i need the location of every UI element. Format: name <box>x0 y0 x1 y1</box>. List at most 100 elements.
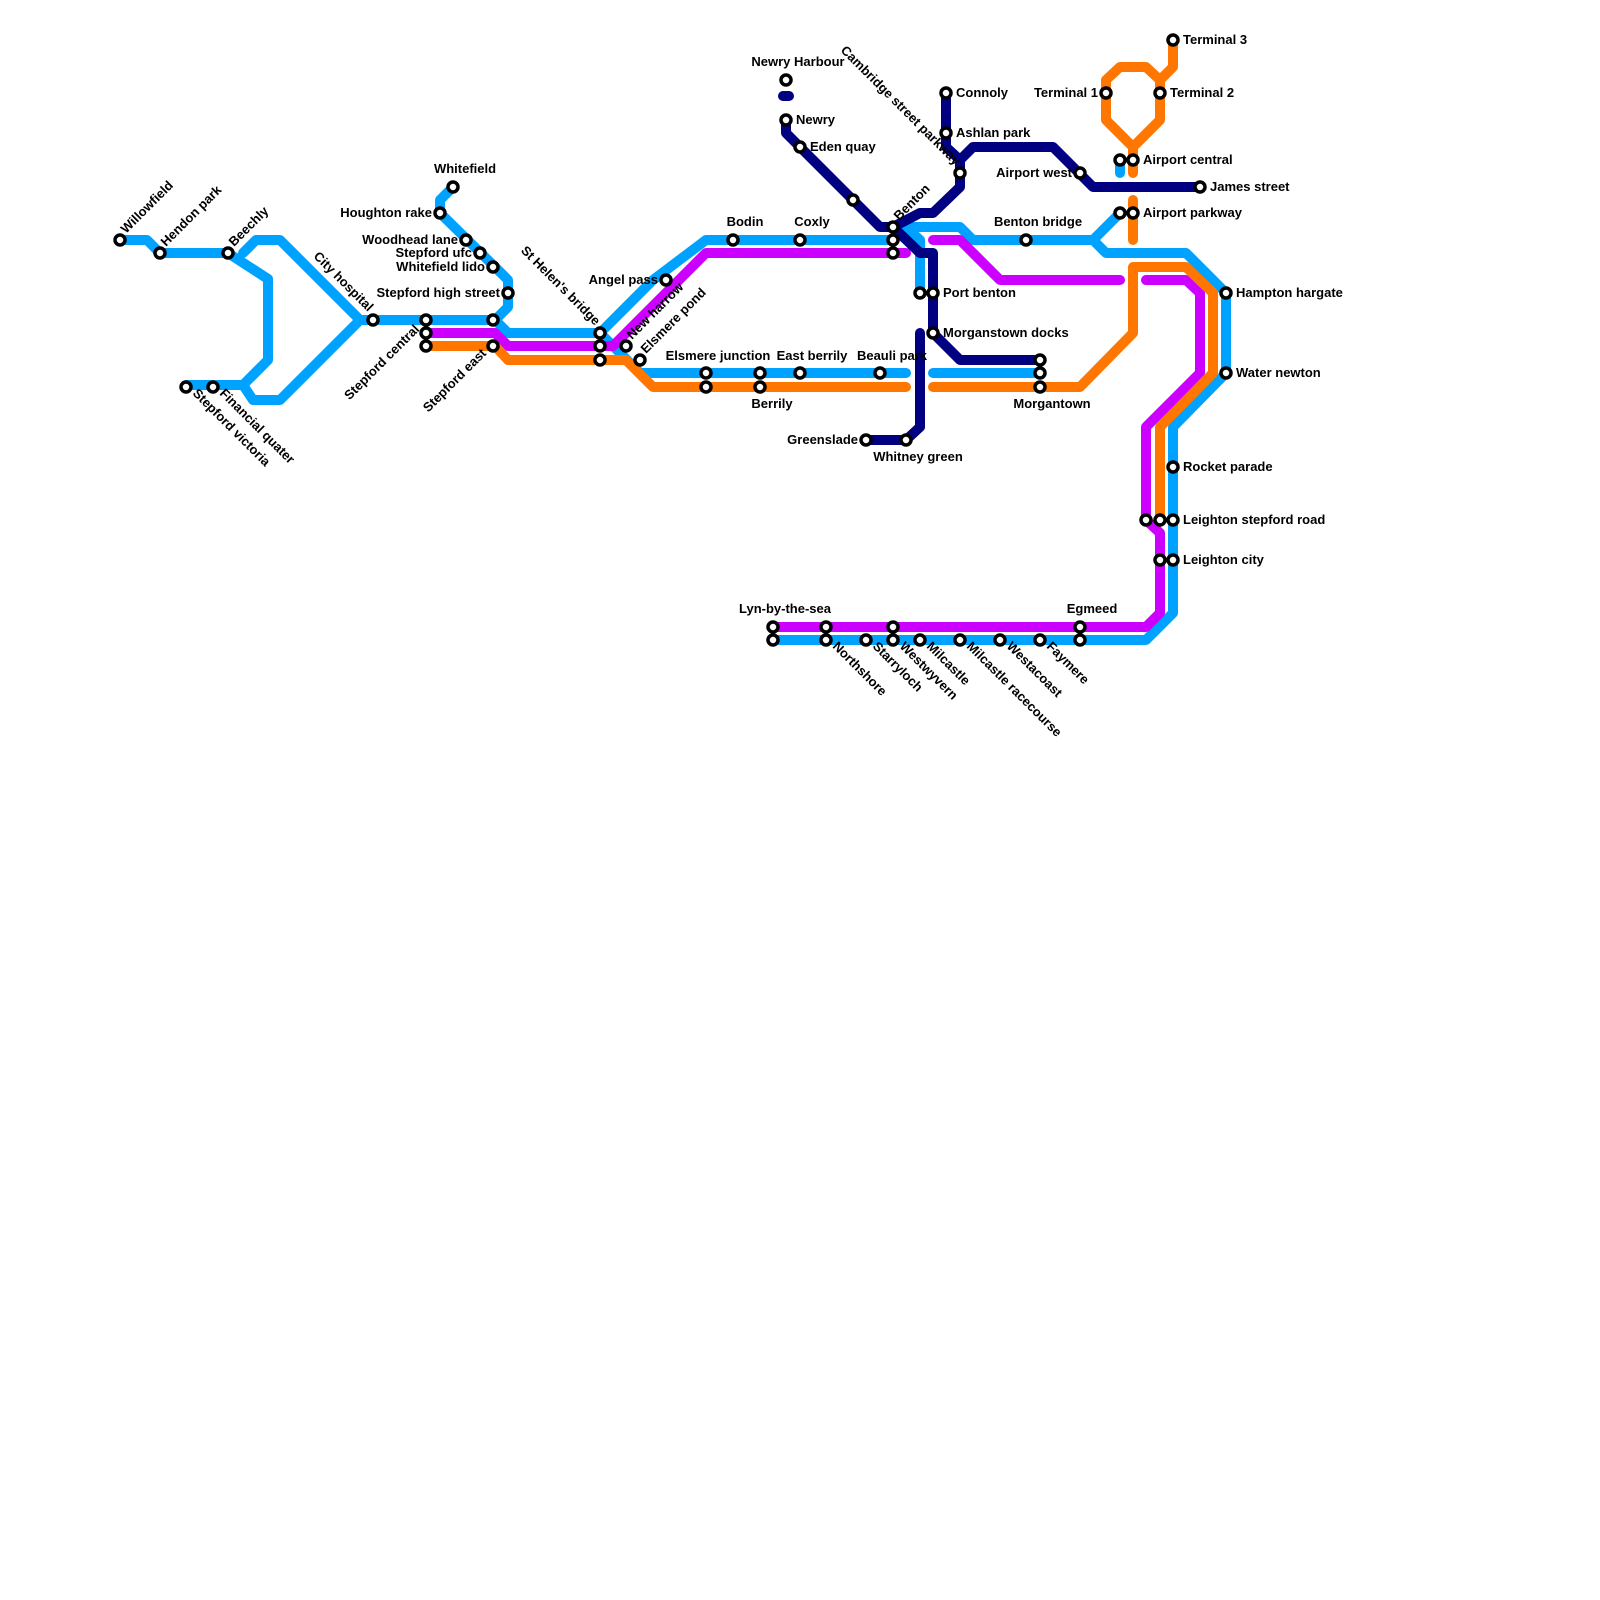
station-cambridge-street-parkway[interactable] <box>953 166 967 180</box>
station-st-helens-bridge-1[interactable] <box>593 326 607 340</box>
station-st-helens-bridge-2[interactable] <box>593 339 607 353</box>
station-leighton-stepford-road-3[interactable] <box>1166 513 1180 527</box>
label-greenslade: Greenslade <box>787 432 858 447</box>
station-morganstown-docks[interactable] <box>926 326 940 340</box>
station-westacoast[interactable] <box>993 633 1007 647</box>
station-port-benton-2[interactable] <box>926 286 940 300</box>
station-newry[interactable] <box>779 113 793 127</box>
station-berrily-2[interactable] <box>753 380 767 394</box>
station-leighton-city-2[interactable] <box>1166 553 1180 567</box>
station-terminal-1[interactable] <box>1099 86 1113 100</box>
station-angel-pass[interactable] <box>659 273 673 287</box>
station-houghton-rake[interactable] <box>433 206 447 220</box>
station-morgantown-2[interactable] <box>1033 366 1047 380</box>
station-greenslade[interactable] <box>859 433 873 447</box>
station-stepford-central-1[interactable] <box>419 313 433 327</box>
station-leighton-stepford-road-1[interactable] <box>1139 513 1153 527</box>
station-coxly[interactable] <box>793 233 807 247</box>
station-airport-parkway-2[interactable] <box>1126 206 1140 220</box>
station-hampton-hargate[interactable] <box>1219 286 1233 300</box>
station-elsmere-pond[interactable] <box>633 353 647 367</box>
station-lyn-by-the-sea-2[interactable] <box>766 633 780 647</box>
label-stepford-east: Stepford east <box>420 345 490 415</box>
station-northshore-2[interactable] <box>819 633 833 647</box>
station-morgantown-1[interactable] <box>1033 353 1047 367</box>
station-beechly[interactable] <box>221 246 235 260</box>
magenta-line-south <box>768 275 1205 632</box>
station-benton-1[interactable] <box>886 220 900 234</box>
station-northshore-1[interactable] <box>819 620 833 634</box>
station-starryloch[interactable] <box>859 633 873 647</box>
label-east-berrily: East berrily <box>777 348 849 363</box>
label-stepford-ufc: Stepford ufc <box>395 245 472 260</box>
station-morgantown-3[interactable] <box>1033 380 1047 394</box>
station-elsmere-junction-2[interactable] <box>699 380 713 394</box>
orange-line-morgantown <box>928 262 1218 525</box>
station-city-hospital[interactable] <box>366 313 380 327</box>
label-houghton-rake: Houghton rake <box>340 205 432 220</box>
label-beauli-park: Beauli park <box>857 348 928 363</box>
station-rocket-parade[interactable] <box>1166 460 1180 474</box>
magenta-line-east <box>928 235 1125 285</box>
station-stepford-east[interactable] <box>486 339 500 353</box>
label-whitney-green: Whitney green <box>873 449 963 464</box>
label-berrily: Berrily <box>751 396 793 411</box>
station-lyn-by-the-sea-1[interactable] <box>766 620 780 634</box>
station-benton-3[interactable] <box>886 246 900 260</box>
station-leighton-stepford-road-2[interactable] <box>1153 513 1167 527</box>
station-benton-2[interactable] <box>886 233 900 247</box>
label-connoly: Connoly <box>956 85 1009 100</box>
label-morgantown: Morgantown <box>1013 396 1090 411</box>
station-leighton-city-1[interactable] <box>1153 553 1167 567</box>
label-terminal-3: Terminal 3 <box>1183 32 1247 47</box>
station-financial-quater[interactable] <box>206 380 220 394</box>
station-stepford-high-street[interactable] <box>501 286 515 300</box>
station-navy-intermediate[interactable] <box>846 193 860 207</box>
station-ashlan-park[interactable] <box>939 126 953 140</box>
station-westwyvern-2[interactable] <box>886 633 900 647</box>
station-james-street[interactable] <box>1193 180 1207 194</box>
label-eden-quay: Eden quay <box>810 139 877 154</box>
station-new-harrow[interactable] <box>619 339 633 353</box>
station-elsmere-junction-1[interactable] <box>699 366 713 380</box>
station-water-newton[interactable] <box>1219 366 1233 380</box>
station-faymere[interactable] <box>1033 633 1047 647</box>
station-whitefield-lido[interactable] <box>486 260 500 274</box>
station-milcastle[interactable] <box>913 633 927 647</box>
station-beauli-park[interactable] <box>873 366 887 380</box>
station-st-helens-bridge-3[interactable] <box>593 353 607 367</box>
station-stepford-victoria[interactable] <box>179 380 193 394</box>
station-stepford-central-3[interactable] <box>419 339 433 353</box>
station-bodin[interactable] <box>726 233 740 247</box>
label-angel-pass: Angel pass <box>589 272 658 287</box>
station-berrily-1[interactable] <box>753 366 767 380</box>
station-egmeed-2[interactable] <box>1073 633 1087 647</box>
station-benton-bridge[interactable] <box>1019 233 1033 247</box>
station-egmeed-1[interactable] <box>1073 620 1087 634</box>
station-stepford-ufc[interactable] <box>473 246 487 260</box>
station-airport-parkway-1[interactable] <box>1113 206 1127 220</box>
station-whitney-green[interactable] <box>899 433 913 447</box>
station-newry-harbour[interactable] <box>779 73 793 87</box>
station-willowfield[interactable] <box>113 233 127 247</box>
station-airport-west[interactable] <box>1073 166 1087 180</box>
station-stepford-central-2[interactable] <box>419 326 433 340</box>
station-westwyvern-1[interactable] <box>886 620 900 634</box>
label-newry: Newry <box>796 112 836 127</box>
label-egmeed: Egmeed <box>1067 601 1118 616</box>
station-airport-central-2[interactable] <box>1126 153 1140 167</box>
station-whitefield[interactable] <box>446 180 460 194</box>
station-airport-central-1[interactable] <box>1113 153 1127 167</box>
station-terminal-2[interactable] <box>1153 86 1167 100</box>
magenta-line-west <box>421 248 911 351</box>
station-terminal-3[interactable] <box>1166 33 1180 47</box>
station-port-benton-1[interactable] <box>913 286 927 300</box>
station-connoly[interactable] <box>939 86 953 100</box>
label-whitefield-lido: Whitefield lido <box>396 259 485 274</box>
station-east-berrily[interactable] <box>793 366 807 380</box>
station-stepford-high-street-lower[interactable] <box>486 313 500 327</box>
station-hendon-park[interactable] <box>153 246 167 260</box>
station-woodhead-lane[interactable] <box>459 233 473 247</box>
station-milcastle-racecourse[interactable] <box>953 633 967 647</box>
station-eden-quay[interactable] <box>793 140 807 154</box>
